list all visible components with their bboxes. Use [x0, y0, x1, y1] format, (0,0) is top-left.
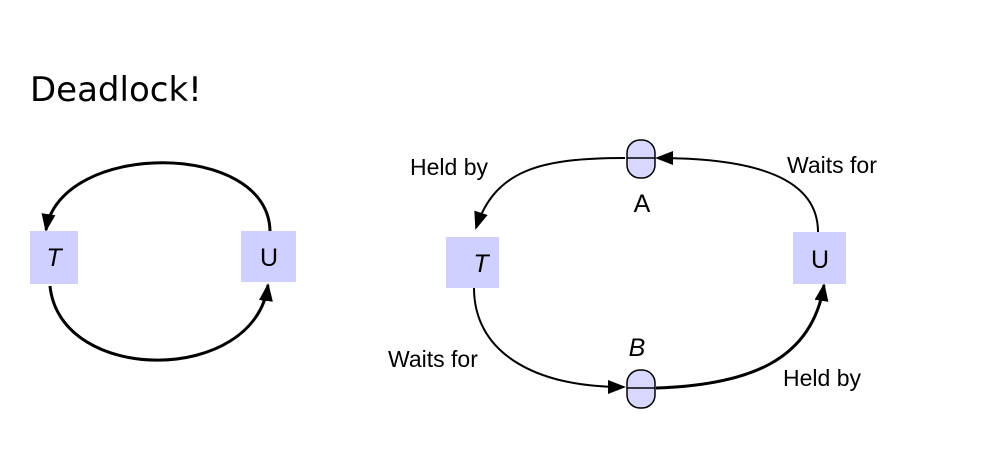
edge-t-waits-for-b: [473, 287, 626, 394]
left-node-u: [241, 231, 296, 282]
label-t-waits-for: Waits for: [388, 346, 478, 372]
resource-a-icon: [626, 139, 656, 179]
right-node-t: [446, 237, 499, 288]
label-u-waits-for: Waits for: [787, 152, 877, 178]
resource-b-icon: [626, 369, 656, 409]
edge-u-waits-for-a: [655, 151, 819, 233]
right-node-u: [793, 232, 846, 284]
right-node-t-label: T: [473, 250, 490, 278]
left-wait-for-graph: T U: [30, 161, 296, 362]
right-node-u-label: U: [811, 246, 829, 274]
left-node-u-label: U: [260, 244, 278, 272]
label-a-held-by: Held by: [410, 154, 488, 180]
page-title: Deadlock!: [30, 70, 202, 110]
left-edge-t-to-u: [48, 283, 273, 362]
resource-a-label: A: [634, 190, 651, 218]
edge-b-held-by-u: [655, 283, 829, 390]
left-node-t-label: T: [46, 244, 63, 272]
resource-b-label: B: [629, 334, 646, 362]
right-resource-graph: T U A B Held by Waits for Waits for Held…: [388, 139, 877, 409]
left-edge-u-to-t: [41, 161, 272, 233]
label-b-held-by: Held by: [783, 365, 861, 391]
edge-a-held-by-t: [474, 157, 626, 230]
left-node-t: [30, 231, 78, 284]
